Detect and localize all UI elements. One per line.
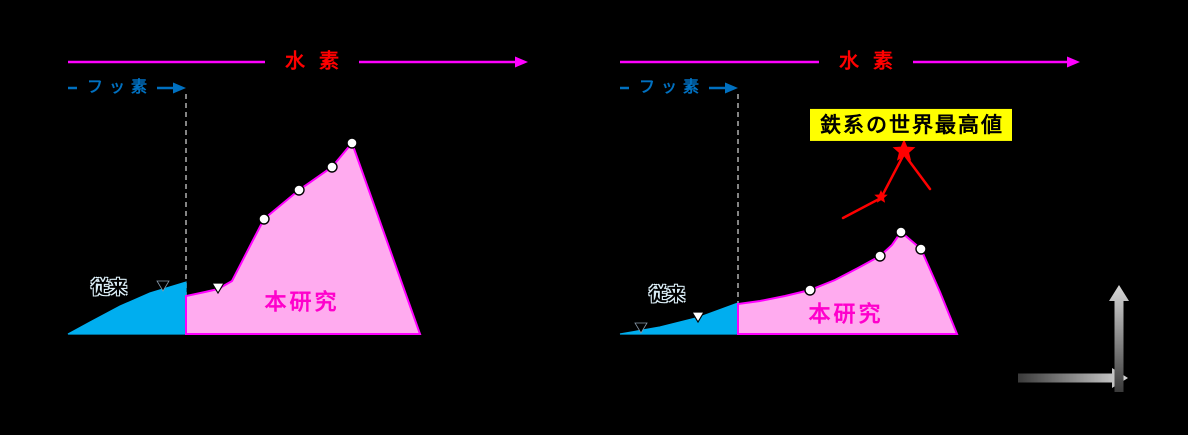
data-point-circle-marker <box>326 161 338 173</box>
research-area-label-right: 本研究 <box>808 302 884 328</box>
data-point-open-triangle-marker <box>690 311 706 324</box>
research-area-left <box>185 141 422 335</box>
research-area-right <box>737 230 959 335</box>
hydrogen-range-label-left: 水素 <box>265 47 359 75</box>
data-point-circle-marker <box>293 184 305 196</box>
conventional-area-label-right: 従来 <box>649 284 685 306</box>
hydrogen-range-label-right: 水素 <box>819 47 913 75</box>
data-point-circle-marker <box>874 250 886 262</box>
data-point-open-triangle-marker <box>210 282 226 295</box>
record-annotation <box>841 139 932 220</box>
data-point-circle-marker <box>804 284 816 296</box>
axes-indicator <box>1018 285 1129 392</box>
fluorine-range-label-left: フッ素 <box>76 76 158 98</box>
hydrogen-range-arrow-head <box>515 56 528 68</box>
research-area-label-left: 本研究 <box>264 290 340 316</box>
data-point-circle-marker <box>258 213 270 225</box>
world-record-callout-label: 鉄系の世界最高値 <box>810 108 1012 142</box>
hydrogen-range-arrow-head <box>1067 56 1080 68</box>
conventional-area-left <box>67 281 187 335</box>
x-axis-arrow <box>1018 368 1128 388</box>
record-star-marker <box>892 139 916 161</box>
fluorine-range-label-right: フッ素 <box>628 76 710 98</box>
fluorine-range-arrow-head <box>173 82 186 94</box>
y-axis-arrow <box>1109 285 1129 392</box>
conventional-area-label-left: 従来 <box>91 277 127 299</box>
record-star-marker <box>874 190 888 203</box>
data-point-circle-marker <box>915 243 927 255</box>
panel-left <box>67 56 528 335</box>
data-point-filled-triangle-marker <box>634 322 648 334</box>
data-point-filled-triangle-marker <box>156 280 170 292</box>
fluorine-range-arrow-head <box>725 82 738 94</box>
data-point-circle-marker <box>346 137 358 149</box>
panel-right <box>619 56 1080 335</box>
conventional-area-right <box>619 302 739 335</box>
data-point-circle-marker <box>895 226 907 238</box>
record-annotation-line <box>841 151 932 220</box>
